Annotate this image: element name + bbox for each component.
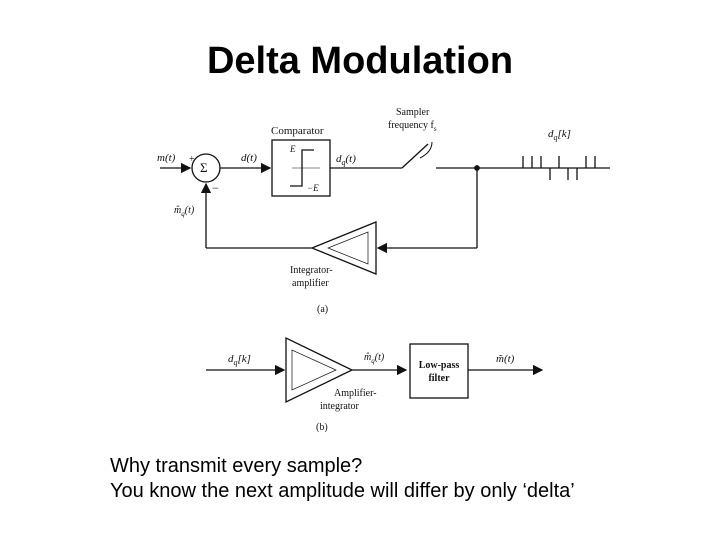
filter-label-line2: filter (428, 373, 450, 384)
output-impulse-train (522, 156, 596, 180)
demodulator-diagram (206, 336, 544, 404)
sampler-switch (401, 143, 429, 169)
diagram-b-tag: (b) (316, 422, 328, 433)
diagram-a-tag: (a) (317, 304, 328, 315)
level-high: E (289, 144, 296, 154)
sampler-label-line1: Sampler (396, 107, 430, 118)
integrator-label-line2: amplifier (292, 278, 329, 289)
slide-title: Delta Modulation (206, 40, 514, 82)
error-label: d(t) (241, 152, 257, 164)
comparator-label: Comparator (271, 125, 324, 137)
feedback-label: m̂q(t) (174, 205, 195, 218)
output-label: dq[k] (548, 128, 571, 142)
amp-label-line2: integrator (320, 401, 360, 412)
sampler-arc (419, 141, 433, 159)
sum-symbol: Σ (200, 160, 208, 175)
demod-input-label: dq[k] (228, 353, 251, 367)
filter-label-line1: Low-pass (419, 360, 460, 371)
minus-sign: − (212, 181, 219, 195)
level-low: −E (307, 183, 319, 193)
modulator-diagram (160, 139, 610, 275)
amp-label-line1: Amplifier- (334, 388, 377, 399)
delta-modulation-diagram: m(t) Σ + − d(t) Comparator E −E dq(t) Sa… (157, 107, 610, 433)
input-label: m(t) (157, 152, 176, 164)
integrator-label-line1: Integrator- (290, 265, 333, 276)
caption-line-2: You know the next amplitude will differ … (110, 480, 575, 502)
integrator-amplifier (310, 221, 377, 275)
low-pass-filter-box (409, 343, 469, 399)
caption-line-1: Why transmit every sample? (110, 455, 363, 477)
plus-sign: + (189, 154, 195, 165)
amplifier-integrator (285, 336, 354, 404)
demod-mid-label: m̂q(t) (364, 352, 385, 365)
demod-output-label: m̃(t) (496, 353, 515, 365)
sampler-label-line2: frequency fs (388, 120, 437, 133)
quantized-label: dq(t) (336, 153, 356, 167)
